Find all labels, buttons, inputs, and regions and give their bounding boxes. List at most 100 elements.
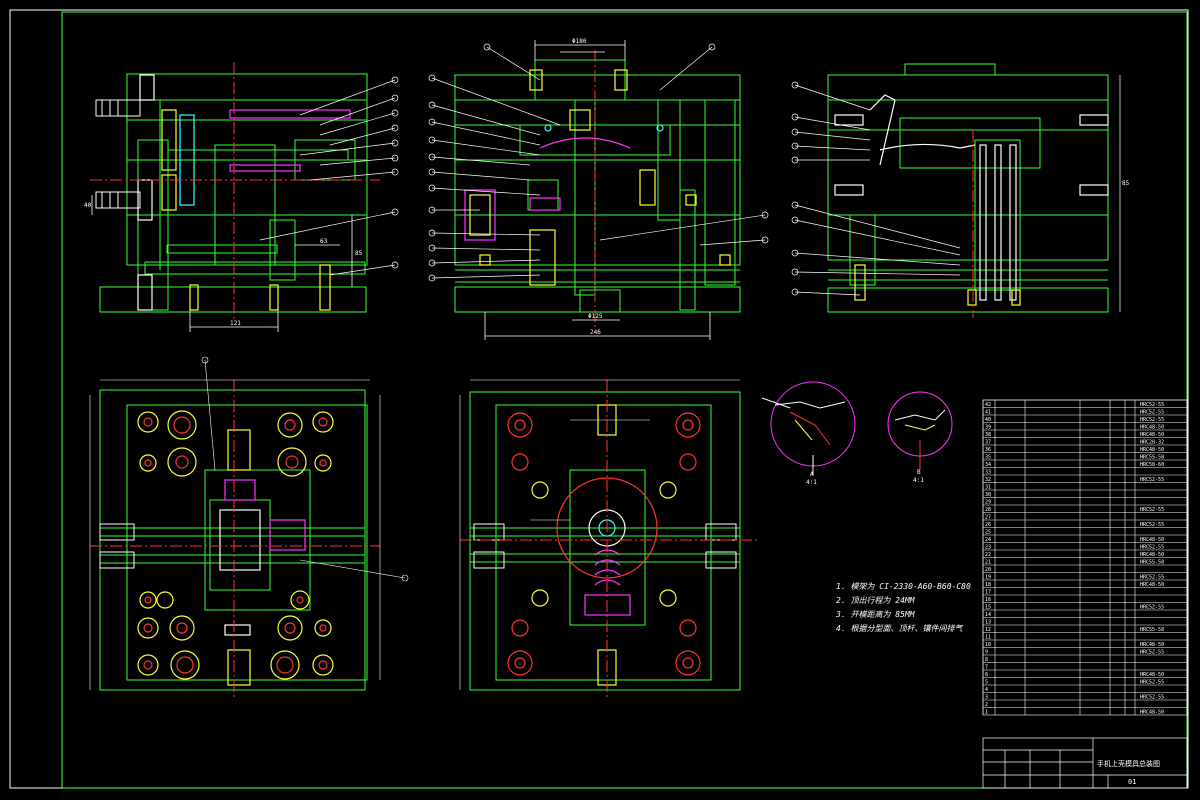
bom-row-hardness: HRC48-50 — [1140, 425, 1164, 431]
front-middle-view — [454, 59, 741, 313]
bom-row-hardness: HRC48-50 — [1140, 447, 1164, 453]
front-left-view — [99, 73, 368, 313]
side-right-leaders — [791, 75, 1121, 312]
front-left-accents — [137, 74, 351, 311]
bom-row-no: 8 — [985, 657, 988, 663]
dim-fl-right: 40 — [84, 202, 92, 209]
bom-row-no: 30 — [985, 492, 991, 498]
side-right-view — [827, 63, 1109, 313]
title-block — [982, 737, 1188, 789]
bom-row-no: 7 — [985, 665, 988, 671]
bom-row-hardness: HRC48-50 — [1140, 552, 1164, 558]
bom-row-no: 40 — [985, 417, 991, 423]
note-line-2: 2. 顶出行程为 24MM — [836, 596, 915, 605]
bom-row-hardness: HRC52-55 — [1140, 575, 1164, 581]
bom-row-no: 19 — [985, 575, 991, 581]
bom-row-no: 15 — [985, 605, 991, 611]
bom-row-no: 28 — [985, 507, 991, 513]
technical-notes: 1. 模架为 CI-2330-A60-B60-C80 2. 顶出行程为 24MM… — [836, 580, 971, 636]
front-left-nozzles — [95, 99, 141, 209]
side-right-accents — [834, 94, 1109, 306]
bom-row-no: 39 — [985, 425, 991, 431]
bom-row-hardness: HRC52-55 — [1140, 680, 1164, 686]
bom-row-no: 38 — [985, 432, 991, 438]
bom-row-hardness: HRC52-55 — [1140, 522, 1164, 528]
bom-row-hardness: HRC52-55 — [1140, 545, 1164, 551]
bom-row-hardness: HRC52-55 — [1140, 410, 1164, 416]
dim-fl-v: 85 — [355, 250, 363, 257]
note-line-4: 4. 根据分型面、顶杆、镶件间排气 — [836, 624, 963, 633]
bom-row-no: 12 — [985, 627, 991, 633]
bom-row-no: 3 — [985, 695, 988, 701]
bom-row-hardness: HRC48-50 — [1140, 672, 1164, 678]
bom-row-no: 10 — [985, 642, 991, 648]
outer-border — [9, 9, 1189, 789]
bom-row-hardness: HRC28-32 — [1140, 440, 1164, 446]
bom-row-no: 26 — [985, 522, 991, 528]
bom-row-no: 42 — [985, 402, 991, 408]
bom-row-hardness: HRC52-55 — [1140, 507, 1164, 513]
bom-row-no: 24 — [985, 537, 991, 543]
section-a-scale: 4:1 — [806, 479, 817, 486]
bom-table-grid — [982, 399, 1188, 716]
front-middle-accents — [464, 69, 731, 286]
bom-row-no: 6 — [985, 672, 988, 678]
dim-fl-h: 63 — [320, 238, 328, 245]
dim-fm-bottom-a: Φ125 — [588, 313, 603, 320]
dim-sr-right: 85 — [1122, 180, 1130, 187]
dim-fm-top: Φ180 — [572, 38, 587, 45]
bom-row-hardness: HRC52-55 — [1140, 650, 1164, 656]
bom-row-no: 37 — [985, 440, 991, 446]
section-b-scale: 4:1 — [913, 477, 924, 484]
bom-row-no: 27 — [985, 515, 991, 521]
section-detail-a — [761, 381, 856, 475]
bom-row-no: 16 — [985, 597, 991, 603]
bom-row-hardness: HRC52-55 — [1140, 605, 1164, 611]
section-a-label: A — [810, 471, 814, 478]
bom-row-hardness: HRC48-50 — [1140, 537, 1164, 543]
bom-row-hardness: HRC55-58 — [1140, 627, 1164, 633]
bom-row-no: 35 — [985, 455, 991, 461]
note-line-3: 3. 开模距离为 85MM — [836, 610, 915, 619]
plan-left-nozzles — [99, 523, 135, 569]
plan-left-leaders — [89, 356, 409, 690]
bom-row-hardness: HRC48-50 — [1140, 582, 1164, 588]
bom-row-hardness: HRC52-55 — [1140, 402, 1164, 408]
bom-row-no: 4 — [985, 687, 988, 693]
bom-row-no: 11 — [985, 635, 991, 641]
bom-row-no: 20 — [985, 567, 991, 573]
title-block-title: 手机上壳模具总装图 — [1097, 759, 1160, 768]
bom-row-no: 2 — [985, 702, 988, 708]
plan-middle-accents — [507, 404, 701, 686]
bom-row-hardness: HRC48-50 — [1140, 710, 1164, 716]
bom-row-no: 23 — [985, 545, 991, 551]
front-middle-dimensions — [484, 40, 711, 340]
bom-row-no: 21 — [985, 560, 991, 566]
bom-row-no: 17 — [985, 590, 991, 596]
bom-row-hardness: HRC48-50 — [1140, 642, 1164, 648]
bom-row-no: 33 — [985, 470, 991, 476]
bom-row-no: 34 — [985, 462, 991, 468]
bom-row-no: 9 — [985, 650, 988, 656]
bom-row-no: 18 — [985, 582, 991, 588]
bom-row-hardness: HRC58-60 — [1140, 462, 1164, 468]
bom-row-hardness: HRC52-55 — [1140, 477, 1164, 483]
front-middle-leaders — [428, 43, 769, 282]
note-line-1: 1. 模架为 CI-2330-A60-B60-C80 — [836, 582, 971, 591]
bom-row-no: 29 — [985, 500, 991, 506]
plan-left-holes — [137, 410, 334, 686]
bom-row-no: 32 — [985, 477, 991, 483]
dim-fm-bottom-b: 246 — [590, 329, 601, 336]
section-b-label: B — [917, 469, 921, 476]
bom-row-no: 36 — [985, 447, 991, 453]
section-detail-b — [887, 391, 953, 470]
bom-row-no: 14 — [985, 612, 991, 618]
plan-middle-leaders — [459, 379, 740, 690]
bom-row-no: 31 — [985, 485, 991, 491]
bom-row-hardness: HRC55-58 — [1140, 455, 1164, 461]
bom-row-hardness: HRC55-58 — [1140, 560, 1164, 566]
bom-row-no: 25 — [985, 530, 991, 536]
bom-row-hardness: HRC52-55 — [1140, 695, 1164, 701]
